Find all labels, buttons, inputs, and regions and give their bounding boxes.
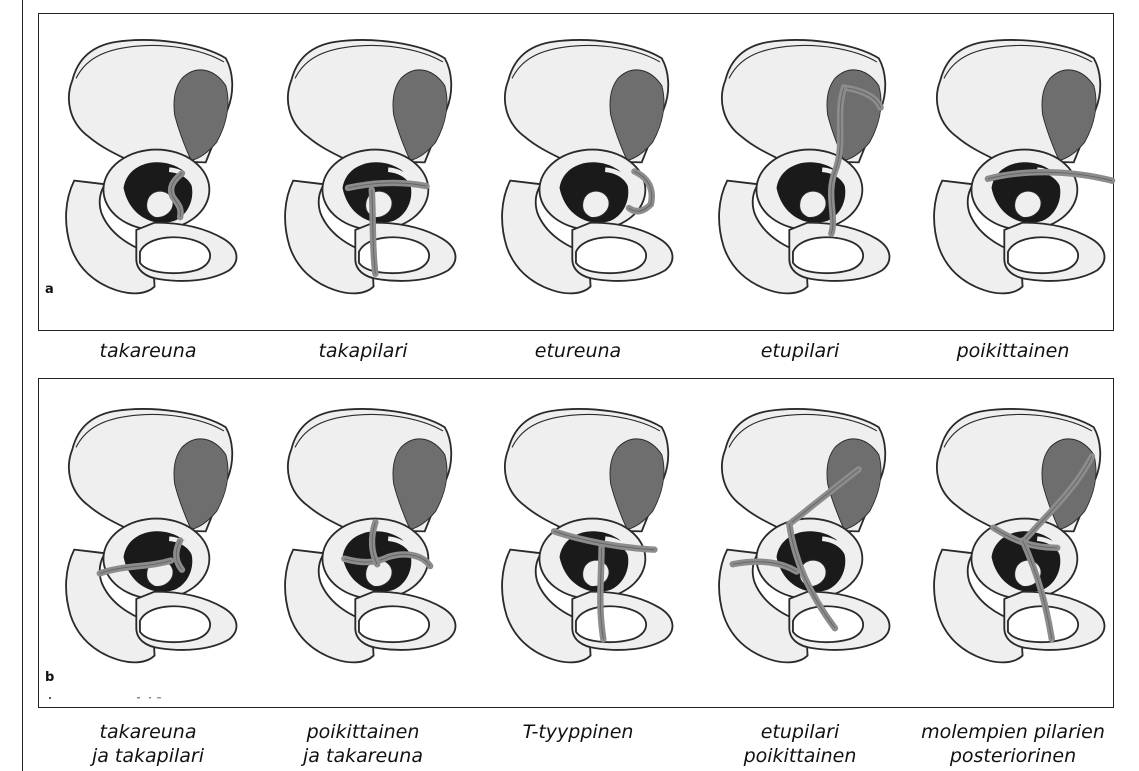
fracture-caption: poikittainenja takareuna [253,720,473,768]
fracture-caption: poikittainen [903,339,1123,363]
caption-line: posteriorinen [903,744,1123,768]
scan-specks [45,695,225,701]
obturator-foramen [576,237,646,273]
caption-line: T-tyyppinen [468,720,688,744]
obturator-foramen [140,606,210,642]
panel-a: a [38,13,1114,331]
obturator-foramen [1008,606,1078,642]
caption-line: poikittainen [690,744,910,768]
fracture-caption: etureuna [468,339,688,363]
caption-line: takapilari [253,339,473,363]
fracture-caption: etupilari [690,339,910,363]
fracture-caption: takareunaja takapilari [38,720,258,768]
obturator-foramen [140,237,210,273]
hip-bone-illustration [698,24,908,319]
obturator-foramen [359,606,429,642]
caption-line: ja takapilari [38,744,258,768]
caption-line: poikittainen [903,339,1123,363]
hip-bone-illustration [481,24,691,319]
caption-line: etureuna [468,339,688,363]
obturator-foramen [359,237,429,273]
left-margin-rule [22,0,23,771]
fracture-caption: takareuna [38,339,258,363]
hip-bone-illustration [45,24,255,319]
obturator-foramen [576,606,646,642]
obturator-foramen [793,237,863,273]
obturator-foramen [793,606,863,642]
hip-bone-illustration [698,393,908,688]
hip-bone-illustration [45,393,255,688]
fracture-caption: T-tyyppinen [468,720,688,744]
hip-bone-illustration [913,393,1123,688]
hip-bone-illustration [264,393,474,688]
obturator-foramen [1008,237,1078,273]
caption-line: ja takareuna [253,744,473,768]
caption-line: takareuna [38,339,258,363]
caption-line: molempien pilarien [903,720,1123,744]
panel-b: b [38,378,1114,708]
caption-line: takareuna [38,720,258,744]
caption-line: etupilari [690,720,910,744]
fracture-caption: etupilaripoikittainen [690,720,910,768]
hip-bone-illustration [913,24,1123,319]
caption-line: etupilari [690,339,910,363]
hip-bone-illustration [264,24,474,319]
fracture-caption: molempien pilarienposteriorinen [903,720,1123,768]
caption-line: poikittainen [253,720,473,744]
fracture-caption: takapilari [253,339,473,363]
hip-bone-illustration [481,393,691,688]
